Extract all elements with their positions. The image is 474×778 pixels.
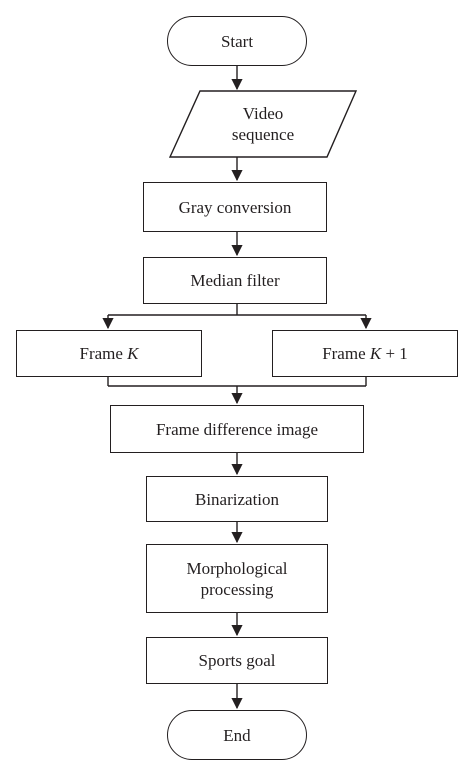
binarization-label: Binarization — [194, 489, 280, 509]
end-label: End — [223, 725, 251, 745]
frame-k-node: Frame K — [16, 330, 202, 377]
video-sequence-shape — [168, 90, 358, 158]
video-label-line1: Video — [242, 104, 284, 123]
frame-k-label: Frame K — [79, 344, 139, 363]
frame-k1-node: Frame K + 1 — [272, 330, 458, 377]
sports-goal-label: Sports goal — [198, 651, 276, 670]
video-sequence-node: Video sequence — [170, 91, 356, 157]
frame-difference-node: Frame difference image — [110, 405, 364, 453]
sports-goal-node: Sports goal — [146, 637, 328, 684]
median-filter-node: Median filter — [143, 257, 327, 304]
frame-k-variable: K — [127, 344, 139, 363]
gray-conversion-node: Gray conversion — [143, 182, 327, 232]
gray-conversion-label: Gray conversion — [178, 197, 292, 217]
median-filter-label: Median filter — [190, 271, 280, 290]
morph-label-line2: processing — [200, 579, 274, 599]
start-node: Start — [167, 16, 307, 66]
morph-label-line1: Morphological — [186, 558, 288, 578]
frame-k1-variable: K — [369, 344, 382, 363]
morphological-processing-node: Morphological processing — [146, 544, 328, 613]
frame-k1-label: Frame K + 1 — [322, 344, 408, 363]
video-label-line2: sequence — [231, 125, 295, 144]
end-node: End — [167, 710, 307, 760]
start-label: Start — [220, 31, 254, 51]
binarization-node: Binarization — [146, 476, 328, 522]
frame-difference-label: Frame difference image — [155, 419, 319, 439]
